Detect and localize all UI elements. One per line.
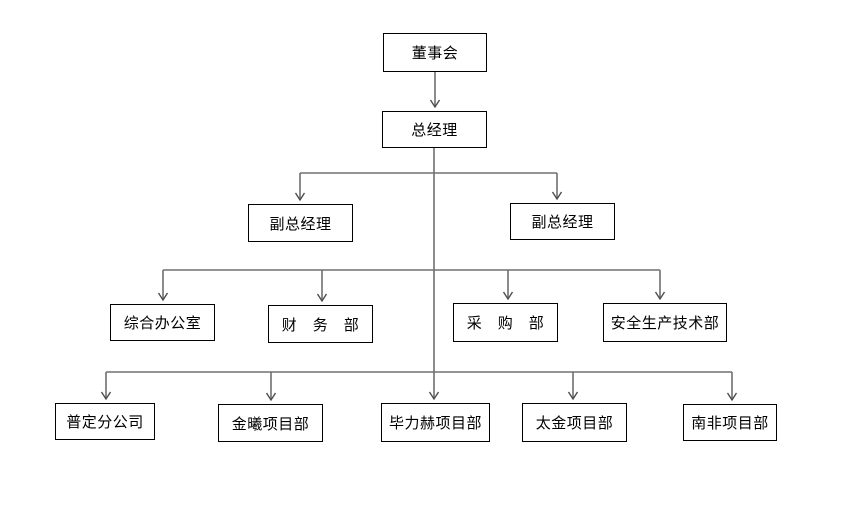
node-general-manager-label: 总经理 — [411, 121, 458, 139]
node-board: 董事会 — [383, 33, 487, 72]
node-deputy-gm-left: 副总经理 — [248, 204, 353, 242]
node-general-office-label: 综合办公室 — [123, 314, 202, 332]
node-general-office: 综合办公室 — [110, 304, 215, 341]
node-board-label: 董事会 — [411, 44, 459, 62]
node-taijin-project-label: 太金项目部 — [535, 414, 614, 432]
node-finance-dept: 财 务 部 — [268, 305, 373, 343]
node-deputy-gm-left-label: 副总经理 — [269, 214, 332, 233]
node-safety-tech-dept-label: 安全生产技术部 — [610, 314, 720, 332]
node-jinxi-project: 金曦项目部 — [218, 404, 323, 442]
node-taijin-project: 太金项目部 — [522, 403, 627, 442]
node-safety-tech-dept: 安全生产技术部 — [603, 303, 727, 342]
node-puding-branch: 普定分公司 — [55, 403, 155, 440]
node-procurement-dept: 采 购 部 — [453, 303, 558, 342]
node-bilihe-project-label: 毕力赫项目部 — [388, 414, 482, 432]
node-deputy-gm-right: 副总经理 — [510, 203, 615, 240]
node-south-africa-project-label: 南非项目部 — [691, 414, 769, 432]
node-jinxi-project-label: 金曦项目部 — [231, 414, 310, 433]
node-puding-branch-label: 普定分公司 — [66, 413, 144, 431]
node-bilihe-project: 毕力赫项目部 — [381, 403, 490, 442]
node-south-africa-project: 南非项目部 — [683, 404, 777, 441]
node-deputy-gm-right-label: 副总经理 — [531, 213, 594, 231]
node-general-manager: 总经理 — [382, 111, 487, 148]
node-procurement-dept-label: 采 购 部 — [466, 314, 545, 332]
node-finance-dept-label: 财 务 部 — [281, 315, 360, 334]
